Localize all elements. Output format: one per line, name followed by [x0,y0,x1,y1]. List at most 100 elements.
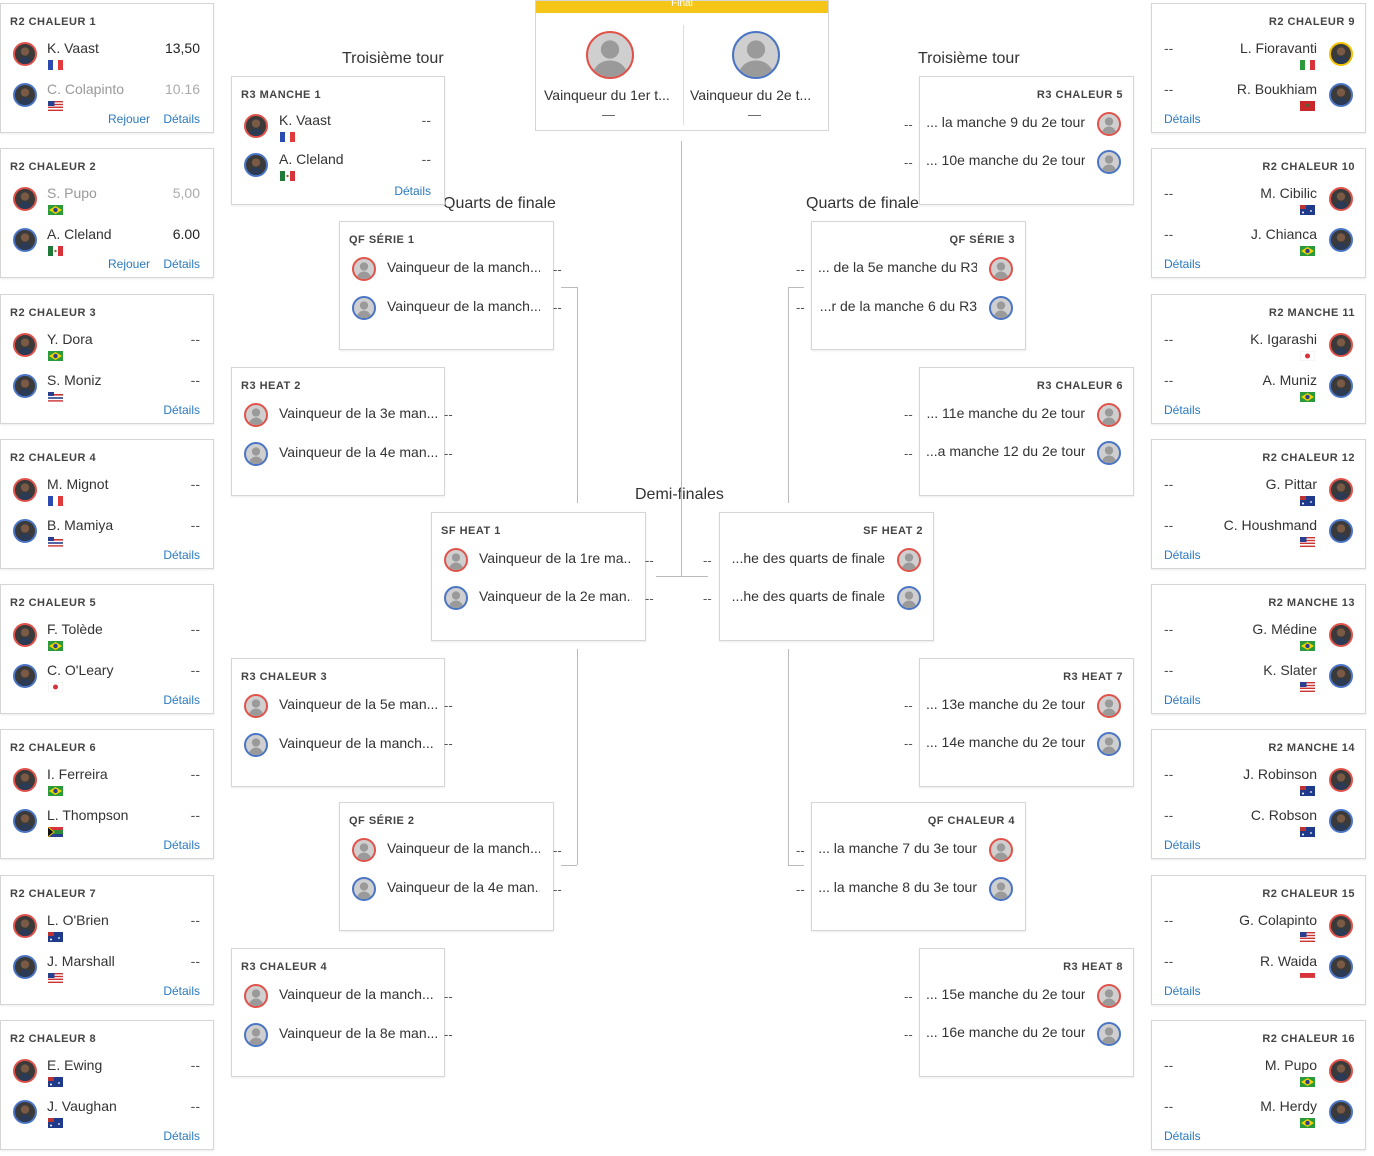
details-link[interactable]: Détails [163,403,200,417]
athlete-row[interactable]: --M. Cibilic [1152,185,1365,219]
replay-link[interactable]: Rejouer [108,257,151,271]
details-link[interactable]: Détails [1164,693,1201,707]
athlete-row[interactable]: --J. Robinson [1152,766,1365,800]
athlete-row[interactable]: B. Mamiya-- [1,517,213,551]
athlete-row[interactable]: ... 16e manche du 2e tour [920,1022,1133,1056]
details-link[interactable]: Détails [163,693,200,707]
athlete-row[interactable]: I. Ferreira-- [1,766,213,800]
athlete-row[interactable]: Vainqueur de la 4e man... [340,877,553,911]
details-link[interactable]: Détails [163,1129,200,1143]
athlete-row[interactable]: Vainqueur de la 3e man... [232,403,444,437]
athlete-row[interactable]: L. Thompson-- [1,807,213,841]
details-link[interactable]: Détails [1164,838,1201,852]
athlete-row[interactable]: --C. Robson [1152,807,1365,841]
athlete-row[interactable]: J. Marshall-- [1,953,213,987]
athlete-row[interactable]: --M. Pupo [1152,1057,1365,1091]
athlete-row[interactable]: --K. Slater [1152,662,1365,696]
athlete-row[interactable]: Vainqueur de la manch... [232,984,444,1018]
details-link[interactable]: Détails [1164,257,1201,271]
athlete-row[interactable]: C. O'Leary-- [1,662,213,696]
details-link[interactable]: Détails [394,184,431,198]
athlete-row[interactable]: ... de la 5e manche du R3 [812,257,1025,291]
athlete-row[interactable]: --R. Waida [1152,953,1365,987]
details-link[interactable]: Détails [1164,548,1201,562]
athlete-row[interactable]: ... 14e manche du 2e tour [920,732,1133,766]
athlete-row[interactable]: Vainqueur de la 2e man... [432,586,645,620]
details-link[interactable]: Détails [1164,112,1201,126]
athlete-row[interactable]: --G. Colapinto [1152,912,1365,946]
athlete-row[interactable]: K. Vaast-- [232,112,444,146]
athlete-row[interactable]: --R. Boukhiam [1152,81,1365,115]
athlete-row[interactable]: ... 13e manche du 2e tour [920,694,1133,728]
athlete-row[interactable]: Vainqueur de la manch... [340,296,553,330]
athlete-row[interactable]: --G. Médine [1152,621,1365,655]
r3-right-heat-card[interactable]: R3 HEAT 8... 15e manche du 2e tour... 16… [919,948,1134,1077]
athlete-row[interactable]: E. Ewing-- [1,1057,213,1091]
athlete-row[interactable]: --J. Chianca [1152,226,1365,260]
athlete-row[interactable]: Vainqueur de la manch... [340,838,553,872]
athlete-row[interactable]: Vainqueur de la 4e man... [232,442,444,476]
athlete-row[interactable]: ... 10e manche du 2e tour [920,150,1133,184]
athlete-row[interactable]: F. Tolède-- [1,621,213,655]
athlete-row[interactable]: --M. Herdy [1152,1098,1365,1132]
qf-right-heat-card[interactable]: QF CHALEUR 4... la manche 7 du 3e tour..… [811,802,1026,931]
sf-heat-card[interactable]: SF HEAT 2...he des quarts de finale...he… [719,512,934,641]
athlete-row[interactable]: Y. Dora-- [1,331,213,365]
athlete-row[interactable]: --A. Muniz [1152,372,1365,406]
details-link[interactable]: Détails [163,257,200,271]
details-link[interactable]: Détails [1164,984,1201,998]
athlete-row[interactable]: --G. Pittar [1152,476,1365,510]
athlete-row[interactable]: A. Cleland-- [232,151,444,185]
details-link[interactable]: Détails [1164,403,1201,417]
athlete-row[interactable]: ...he des quarts de finale [720,548,933,582]
athlete-row[interactable]: S. Moniz-- [1,372,213,406]
final-card[interactable]: Final Vainqueur du 1er t... — Vainqueur … [535,0,829,131]
athlete-row[interactable]: L. O'Brien-- [1,912,213,946]
athlete-row[interactable]: ... la manche 8 du 3e tour [812,877,1025,911]
athlete-row[interactable]: M. Mignot-- [1,476,213,510]
athlete-row[interactable]: --L. Fioravanti [1152,40,1365,74]
details-link[interactable]: Détails [163,112,200,126]
athlete-row[interactable]: ... la manche 9 du 2e tour [920,112,1133,146]
athlete-row[interactable]: ... 11e manche du 2e tour [920,403,1133,437]
athlete-row[interactable]: Vainqueur de la 1re ma... [432,548,645,582]
athlete-row[interactable]: Vainqueur de la manch... [340,257,553,291]
details-link[interactable]: Détails [1164,1129,1201,1143]
r3-right-heat-card[interactable]: R3 HEAT 7... 13e manche du 2e tour... 14… [919,658,1134,787]
details-link[interactable]: Détails [163,984,200,998]
replay-link[interactable]: Rejouer [108,112,151,126]
athlete-row[interactable]: Vainqueur de la 5e man... [232,694,444,728]
athlete-row[interactable]: ...he des quarts de finale [720,586,933,620]
athlete-row[interactable]: ... 15e manche du 2e tour [920,984,1133,1018]
athlete-row[interactable]: J. Vaughan-- [1,1098,213,1132]
athlete-row[interactable]: --K. Igarashi [1152,331,1365,365]
athlete-row[interactable]: Vainqueur de la manch... [232,733,444,767]
athlete-row[interactable]: ... la manche 7 du 3e tour [812,838,1025,872]
r3-right-heat-card[interactable]: R3 CHALEUR 6... 11e manche du 2e tour...… [919,367,1134,496]
athlete-row[interactable]: ...r de la manche 6 du R3 [812,296,1025,330]
athlete-row[interactable]: --C. Houshmand [1152,517,1365,551]
qf-right-heat-card[interactable]: QF SÉRIE 3... de la 5e manche du R3...r … [811,221,1026,350]
